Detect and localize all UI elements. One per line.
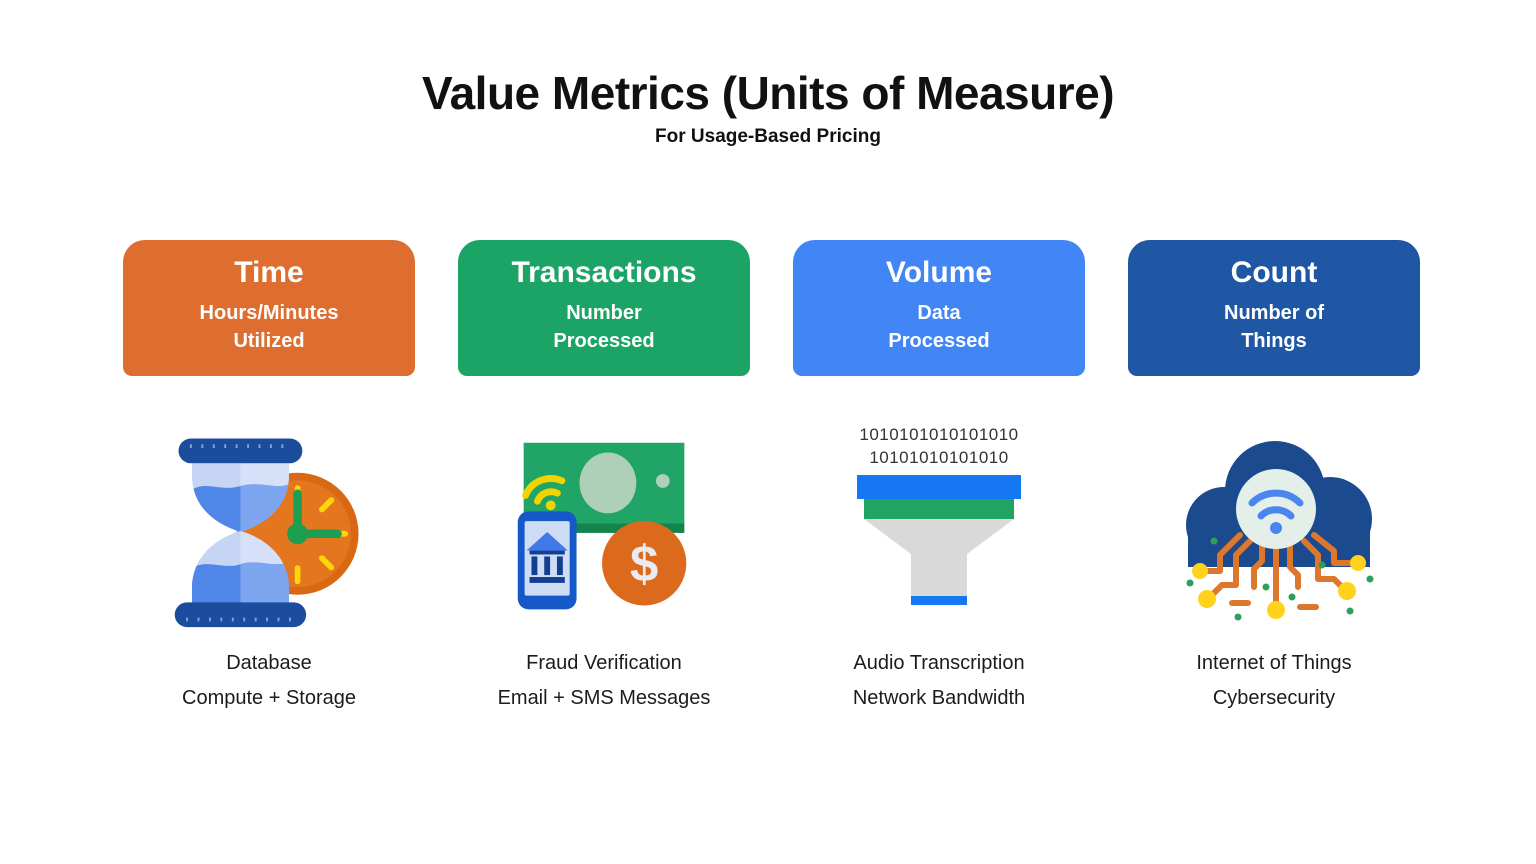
node-dots [1192,554,1366,619]
signal-dots [1186,537,1374,620]
page-title: Value Metrics (Units of Measure) [421,67,1115,119]
wifi-icon [522,474,566,510]
example-label: Email + SMS Messages [497,687,711,709]
bank-phone-icon [517,510,577,609]
binary-line-2: 10101010101010 [869,447,1009,467]
column-transactions: Transactions Number Processed [458,240,750,708]
wifi-hub-icon [1248,489,1304,534]
examples-count: Internet of Things Cybersecurity [1196,653,1351,708]
card-count-subtitle-line1: Number of [1224,302,1324,324]
card-count-title: Count [1230,256,1318,289]
iot-cloud-icon [1128,416,1420,641]
circuit-traces [1203,531,1355,610]
column-volume: Volume Data Processed 1010101010101010 1… [793,240,1085,708]
binary-data-text: 1010101010101010 10101010101010 [859,424,1018,469]
column-time: Time Hours/Minutes Utilized [123,240,415,708]
card-time-subtitle-line2: Utilized [233,329,305,352]
examples-time: Database Compute + Storage [182,653,356,708]
card-volume: Volume Data Processed [793,240,1085,376]
dollar-sign: $ [630,534,658,591]
iot-cloud-svg [1186,440,1374,620]
example-label: Internet of Things [1196,652,1352,674]
card-transactions-subtitle-line1: Number [566,302,642,324]
card-transactions-subtitle-line2: Processed [553,329,655,352]
card-volume-subtitle-line1: Data [917,302,961,324]
data-funnel-icon: 1010101010101010 10101010101010 [793,416,1085,641]
card-count-subtitle-line2: Things [1241,329,1307,352]
binary-line-1: 1010101010101010 [859,425,1019,444]
card-volume-title: Volume [885,256,993,289]
money-payment-svg: $ [517,442,687,609]
header: Value Metrics (Units of Measure) For Usa… [0,68,1536,148]
example-label: Network Bandwidth [852,687,1026,709]
columns-row: Time Hours/Minutes Utilized [123,240,1420,708]
card-count: Count Number of Things [1128,240,1420,376]
hourglass-clock-svg [174,438,359,627]
card-transactions-title: Transactions [511,256,697,289]
card-time-title: Time [234,256,304,289]
example-label: Compute + Storage [182,687,356,709]
card-time-subtitle-line1: Hours/Minutes [199,302,339,324]
card-transactions: Transactions Number Processed [458,240,750,376]
hourglass-clock-icon [123,416,415,641]
card-volume-subtitle: Data Processed [793,300,1085,355]
page-subtitle: For Usage-Based Pricing [655,125,881,147]
example-label: Cybersecurity [1212,687,1336,709]
card-time-subtitle: Hours/Minutes Utilized [123,300,415,355]
example-label: Audio Transcription [853,652,1025,674]
examples-transactions: Fraud Verification Email + SMS Messages [498,653,711,708]
examples-volume: Audio Transcription Network Bandwidth [853,653,1025,708]
example-label: Database [226,652,312,674]
money-payment-icon: $ [458,416,750,641]
column-count: Count Number of Things [1128,240,1420,708]
funnel-svg [857,475,1021,606]
example-label: Fraud Verification [526,652,682,674]
card-volume-subtitle-line2: Processed [888,329,990,352]
card-time: Time Hours/Minutes Utilized [123,240,415,376]
card-transactions-subtitle: Number Processed [458,300,750,355]
dollar-coin-icon: $ [602,520,687,605]
card-count-subtitle: Number of Things [1128,300,1420,355]
